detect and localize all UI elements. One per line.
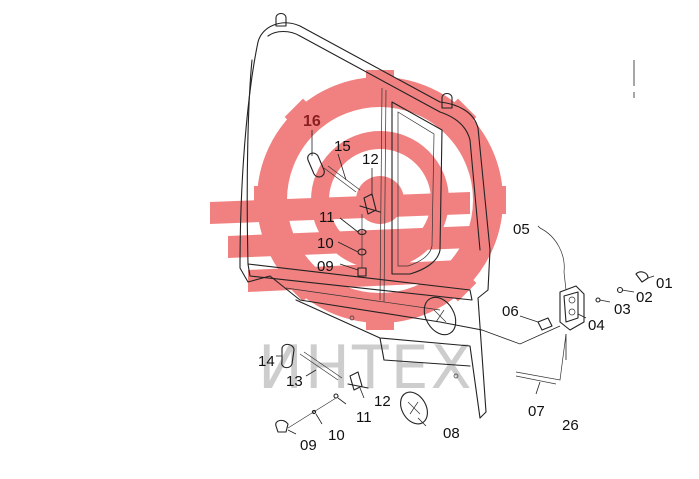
lower-handle-assembly bbox=[275, 343, 369, 433]
part-01-bolt bbox=[635, 271, 649, 283]
callout-09-upper: 09 bbox=[317, 258, 334, 275]
part-06-screw bbox=[537, 317, 553, 331]
callout-labels: 16 15 12 11 10 09 05 06 04 03 02 01 07 2… bbox=[258, 113, 673, 454]
part-07-rod bbox=[515, 333, 567, 381]
callout-12-upper: 12 bbox=[362, 151, 379, 168]
leader-lines bbox=[276, 130, 655, 435]
callout-14: 14 bbox=[258, 353, 275, 370]
upper-handle-assembly bbox=[307, 152, 381, 277]
callout-01: 01 bbox=[656, 275, 673, 292]
callout-11-lower: 11 bbox=[356, 409, 372, 426]
part-10-nut-lower bbox=[311, 409, 317, 415]
part-05-cable bbox=[539, 227, 567, 291]
callout-02: 02 bbox=[636, 289, 653, 306]
callout-08: 08 bbox=[443, 425, 460, 442]
callout-13: 13 bbox=[286, 373, 303, 390]
callout-07: 07 bbox=[528, 403, 545, 420]
part-14-grip bbox=[281, 343, 295, 369]
callout-10-lower: 10 bbox=[328, 427, 345, 444]
callout-06: 06 bbox=[502, 303, 519, 320]
part-04-lock bbox=[559, 285, 585, 331]
callout-05: 05 bbox=[513, 221, 530, 238]
callout-03: 03 bbox=[614, 301, 631, 318]
callout-16: 16 bbox=[303, 113, 321, 130]
part-08-plate-on-door bbox=[423, 296, 457, 336]
callout-04: 04 bbox=[588, 317, 605, 334]
part-02-washer bbox=[616, 286, 624, 294]
callout-26: 26 bbox=[562, 417, 579, 434]
part-09-bolt-upper bbox=[357, 267, 367, 277]
part-16-grip bbox=[307, 152, 325, 178]
part-12-bracket-upper bbox=[363, 193, 377, 215]
lock-assembly bbox=[481, 227, 649, 385]
callout-11-upper: 11 bbox=[319, 209, 335, 226]
part-09-bolt-lower bbox=[275, 419, 289, 433]
callout-15: 15 bbox=[334, 138, 351, 155]
part-03-washer bbox=[595, 297, 601, 303]
callout-09-lower: 09 bbox=[300, 437, 317, 454]
part-13-rod bbox=[299, 353, 339, 381]
part-15-rod bbox=[323, 167, 357, 193]
watermark-text: ИНТЕХ bbox=[258, 333, 474, 403]
door-panel bbox=[239, 12, 491, 419]
callout-12-lower: 12 bbox=[374, 393, 391, 410]
callout-10-upper: 10 bbox=[317, 235, 334, 252]
watermark-logo bbox=[210, 70, 506, 330]
